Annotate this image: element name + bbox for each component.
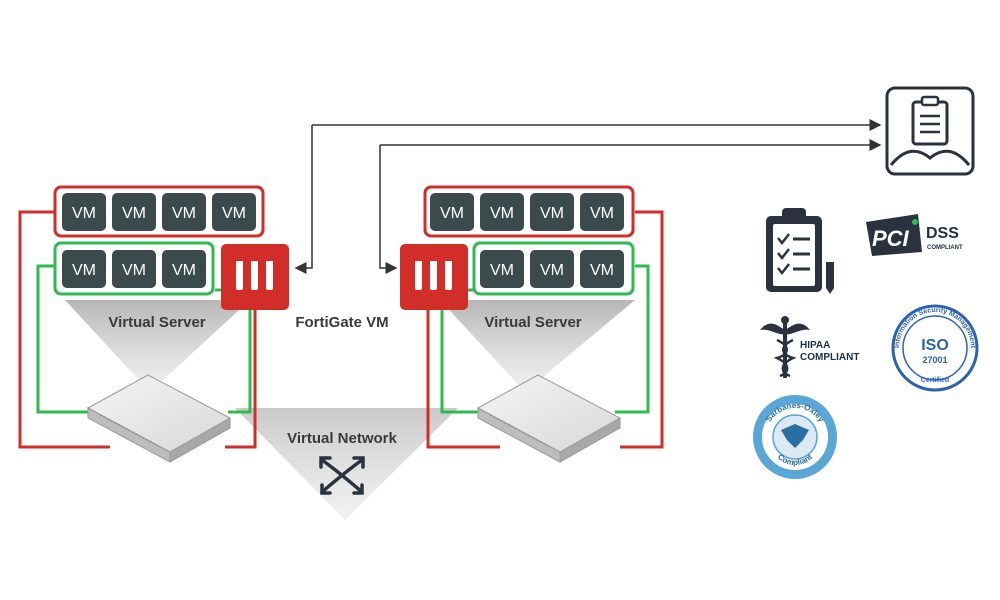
vm-tile[interactable]: VM (530, 193, 574, 231)
svg-text:VM: VM (540, 262, 564, 279)
vm-tile[interactable]: VM (480, 193, 524, 231)
vm-tile[interactable]: VM (530, 250, 574, 288)
vm-tile[interactable]: VM (430, 193, 474, 231)
svg-text:HIPAA: HIPAA (800, 340, 830, 351)
sarbanes-oxley-badge: Sarbanes-Oxley Compliant (753, 395, 837, 479)
hipaa-badge: HIPAA COMPLIANT (760, 316, 859, 378)
vm-tile[interactable]: VM (62, 193, 106, 231)
right-green-link (615, 264, 650, 414)
vm-tile[interactable]: VM (62, 250, 106, 288)
management-link-left (294, 119, 882, 274)
svg-text:VM: VM (222, 205, 246, 222)
pci-dss-badge: PCI DSS COMPLIANT (866, 214, 963, 256)
svg-text:COMPLIANT: COMPLIANT (800, 352, 859, 363)
left-red-vm-group (53, 185, 265, 238)
svg-text:VM: VM (540, 205, 564, 222)
svg-text:VM: VM (172, 262, 196, 279)
vm-tile[interactable]: VM (162, 250, 206, 288)
eagle-icon (781, 424, 809, 448)
network-caption: Virtual Network (287, 430, 397, 447)
svg-text:PCI: PCI (872, 226, 910, 251)
svg-text:VM: VM (72, 205, 96, 222)
svg-text:VM: VM (72, 262, 96, 279)
caduceus-icon (760, 316, 810, 378)
svg-text:VM: VM (590, 205, 614, 222)
iso-27001-badge: Information Security Management ISO 2700… (891, 304, 979, 392)
compliance-checklist-icon (766, 208, 834, 294)
vm-tile[interactable]: VM (212, 193, 256, 231)
left-red-link-right (225, 307, 257, 449)
vm-tile[interactable]: VM (112, 193, 156, 231)
vm-tile[interactable]: VM (480, 250, 524, 288)
svg-text:VM: VM (490, 205, 514, 222)
right-red-link-left (426, 307, 500, 449)
left-switch[interactable] (86, 374, 232, 463)
left-server-caption: Virtual Server (108, 314, 205, 331)
svg-text:VM: VM (590, 262, 614, 279)
vm-tile[interactable]: VM (162, 193, 206, 231)
right-server-cone (440, 300, 635, 392)
left-red-link (18, 210, 110, 449)
svg-text:VM: VM (490, 262, 514, 279)
svg-text:VM: VM (122, 262, 146, 279)
vm-tile[interactable]: VM (112, 250, 156, 288)
fortigate-firewall-left[interactable] (221, 244, 289, 310)
left-green-link (36, 264, 90, 414)
left-server-cone (65, 300, 250, 392)
fortigate-caption: FortiGate VM (295, 314, 388, 331)
network-cross-arrows-icon (319, 456, 365, 495)
right-switch[interactable] (476, 374, 622, 463)
svg-text:VM: VM (172, 205, 196, 222)
svg-text:VM: VM (440, 205, 464, 222)
log-analyzer-icon[interactable] (885, 86, 975, 176)
svg-text:Compliant: Compliant (776, 452, 814, 467)
svg-text:Certified: Certified (921, 377, 949, 384)
virtual-network-area (235, 408, 458, 520)
vm-tile[interactable]: VM (580, 250, 624, 288)
svg-text:DSS: DSS (926, 225, 959, 242)
right-server-caption: Virtual Server (484, 314, 581, 331)
right-red-link (620, 210, 664, 449)
svg-text:VM: VM (122, 205, 146, 222)
fortigate-firewall-right[interactable] (400, 244, 468, 310)
svg-text:COMPLIANT: COMPLIANT (927, 245, 963, 251)
svg-text:27001: 27001 (922, 355, 947, 365)
vm-tile[interactable]: VM (580, 193, 624, 231)
management-link-right (379, 139, 882, 274)
svg-text:ISO: ISO (921, 337, 949, 354)
